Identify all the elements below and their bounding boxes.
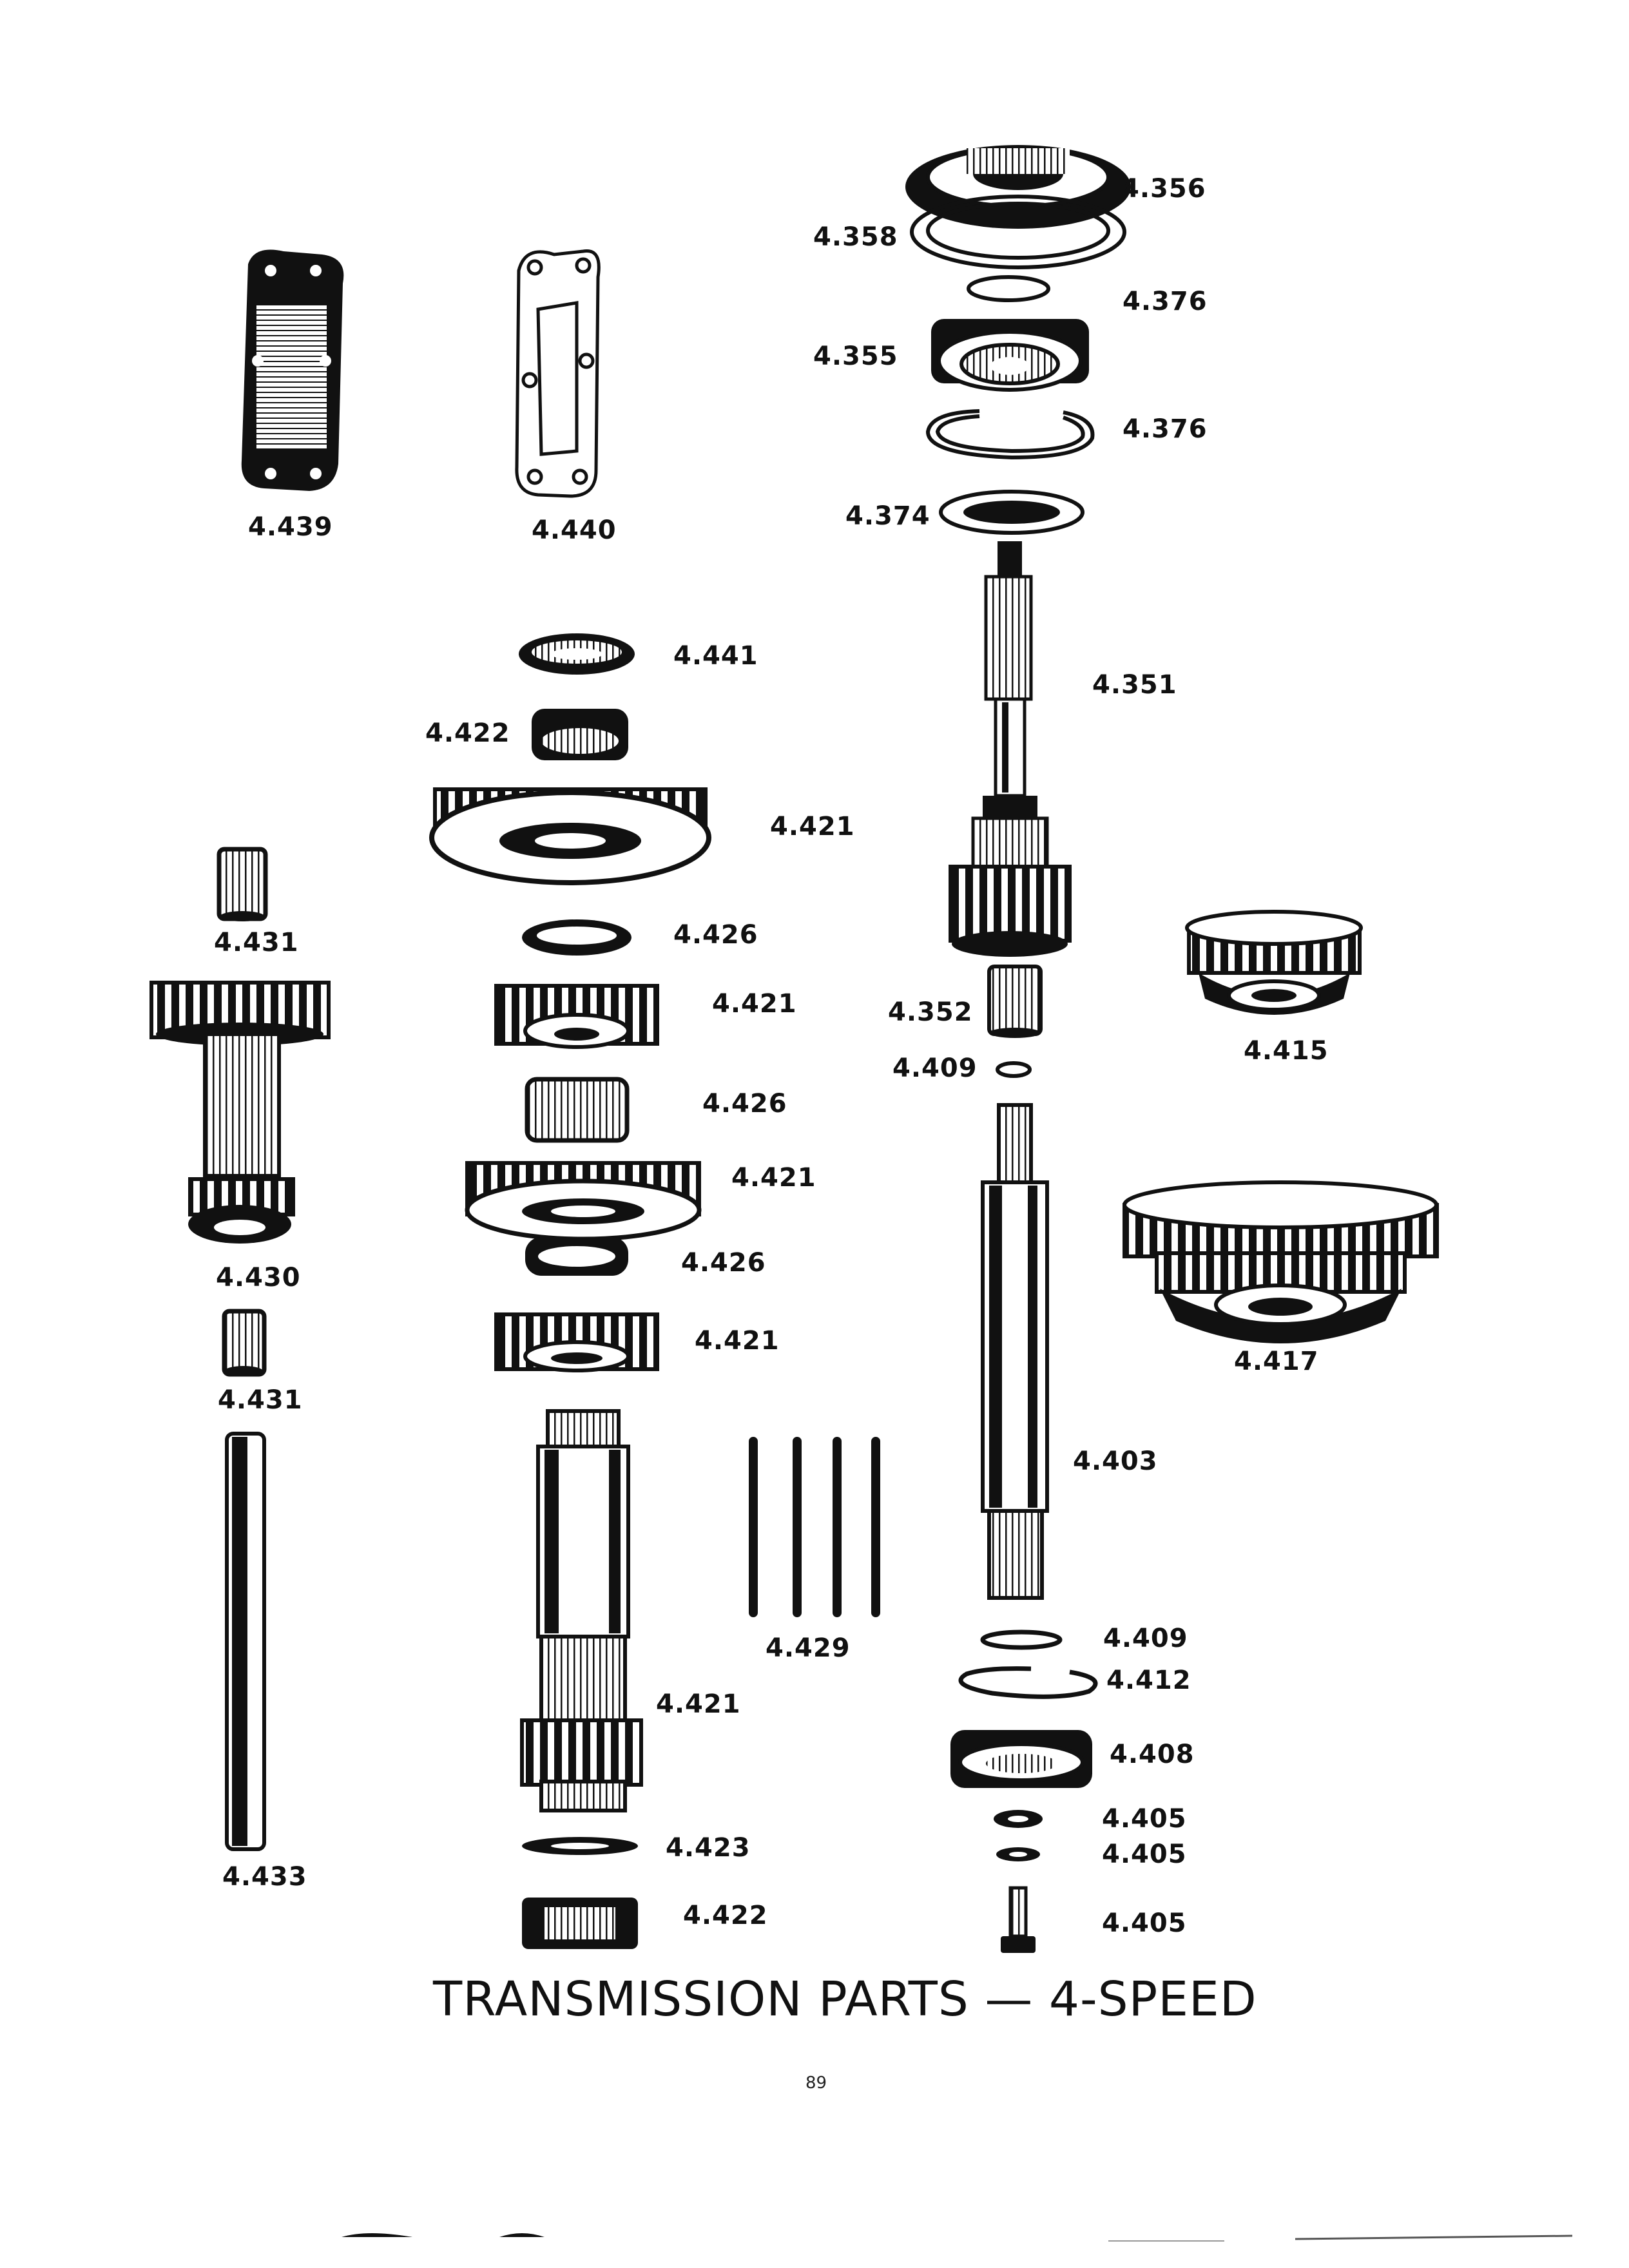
label-4-405-c: 4.405 (1102, 1908, 1187, 1938)
spacer-4-426-b (525, 1077, 630, 1143)
roller-bearing-4-422-top (532, 709, 628, 760)
rear-bearing-4-408 (950, 1730, 1092, 1788)
label-4-374: 4.374 (845, 501, 930, 531)
washer-4-405-b (996, 1847, 1040, 1861)
label-4-405-b: 4.405 (1102, 1840, 1187, 1869)
bushing-4-431-top (217, 847, 268, 921)
label-4-415: 4.415 (1244, 1036, 1329, 1066)
bolt-4-405-c (1001, 1886, 1036, 1953)
thrust-washer-4-423 (522, 1837, 638, 1855)
second-speed-gear-4-415 (1185, 910, 1363, 1015)
lock-washer-4-405-a (994, 1810, 1043, 1828)
label-4-430: 4.430 (216, 1263, 301, 1293)
label-4-352: 4.352 (888, 997, 973, 1027)
label-4-376-b: 4.376 (1123, 414, 1208, 444)
label-4-433: 4.433 (222, 1862, 307, 1892)
cover-gasket-4-440 (515, 249, 601, 498)
gear-4-421-c (465, 1161, 702, 1242)
bushing-4-431-bottom (222, 1309, 267, 1377)
snap-ring-4-409-b (980, 1629, 1063, 1650)
gasket-4-358 (910, 195, 1126, 269)
label-4-421-c: 4.421 (731, 1163, 816, 1193)
label-4-431-bottom: 4.431 (218, 1385, 303, 1415)
main-drive-gear-4-351 (949, 541, 1072, 957)
roller-bearing-4-422-bottom (522, 1898, 638, 1949)
label-4-441: 4.441 (673, 641, 758, 671)
label-4-439: 4.439 (248, 512, 333, 542)
label-4-431-top: 4.431 (214, 928, 299, 957)
label-4-421-b: 4.421 (712, 989, 797, 1019)
label-4-421-e: 4.421 (656, 1689, 741, 1719)
reverse-idler-gear-4-430 (149, 981, 331, 1244)
scan-marks (342, 2233, 1573, 2242)
thrust-washer-4-441 (519, 633, 635, 675)
label-4-417: 4.417 (1234, 1347, 1319, 1376)
snap-ring-4-409-a (996, 1061, 1032, 1078)
snap-ring-4-376-a (967, 275, 1050, 302)
label-4-358: 4.358 (813, 222, 898, 252)
page-number: 89 (805, 2073, 827, 2093)
spacer-4-426-c (525, 1237, 628, 1276)
label-4-429: 4.429 (766, 1633, 851, 1663)
label-4-422-top: 4.422 (425, 718, 510, 748)
spacer-washer-4-374 (939, 490, 1084, 535)
needle-bearing-4-352 (987, 965, 1043, 1038)
snap-ring-4-376-b (925, 409, 1095, 460)
snap-ring-4-412 (958, 1666, 1098, 1699)
label-4-440: 4.440 (532, 515, 617, 545)
label-4-356: 4.356 (1121, 174, 1206, 204)
label-4-403: 4.403 (1073, 1446, 1158, 1476)
pins-4-429 (749, 1437, 880, 1617)
label-4-423: 4.423 (666, 1833, 751, 1863)
label-4-412: 4.412 (1106, 1666, 1191, 1695)
spacer-4-426-a (522, 919, 631, 956)
mainshaft-4-403 (981, 1103, 1049, 1600)
label-4-355: 4.355 (813, 341, 898, 371)
first-reverse-gear-4-417 (1123, 1180, 1439, 1343)
label-4-426-c: 4.426 (681, 1248, 766, 1278)
label-4-426-b: 4.426 (702, 1089, 787, 1119)
inspection-cover-4-439 (241, 249, 344, 491)
gear-4-421-d (494, 1312, 659, 1372)
label-4-409-b: 4.409 (1103, 1624, 1188, 1653)
gear-4-421-b (494, 984, 659, 1049)
ball-bearing-4-355 (931, 319, 1089, 392)
countershaft-gear-4-421-e (520, 1409, 643, 1812)
label-4-351: 4.351 (1092, 670, 1177, 700)
idler-shaft-4-433 (225, 1432, 266, 1851)
gear-4-421-a (429, 787, 711, 885)
label-4-409-a: 4.409 (892, 1053, 978, 1083)
label-4-421-a: 4.421 (770, 812, 855, 841)
page-caption: TRANSMISSION PARTS — 4-SPEED (433, 1972, 1257, 2027)
label-4-405-a: 4.405 (1102, 1804, 1187, 1834)
label-4-422-bottom: 4.422 (683, 1901, 768, 1930)
label-4-376-a: 4.376 (1123, 287, 1208, 316)
label-4-408: 4.408 (1110, 1740, 1195, 1769)
label-4-421-d: 4.421 (695, 1326, 780, 1356)
label-4-426-a: 4.426 (673, 920, 758, 950)
